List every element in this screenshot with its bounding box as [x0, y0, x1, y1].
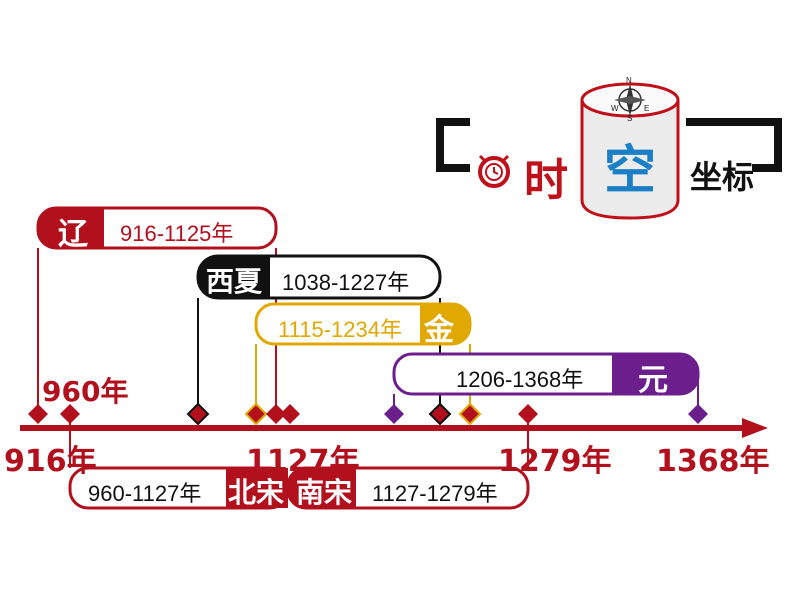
- jin-range: 1115-1234年: [278, 317, 402, 342]
- year-1127-label: 1127年: [246, 444, 360, 479]
- beisong-range: 960-1127年: [88, 481, 202, 506]
- marker-1234: [458, 402, 482, 426]
- marker-1206: [384, 404, 404, 424]
- marker-1115: [244, 402, 268, 426]
- beisong-name: 北宋: [228, 476, 285, 509]
- title-zuobiao: 坐标: [690, 158, 755, 196]
- liao-name: 辽: [58, 217, 88, 252]
- compass-s: S: [627, 114, 633, 123]
- liao-range: 916-1125年: [120, 221, 234, 246]
- marker-1227: [428, 402, 452, 426]
- marker-1368: [688, 404, 708, 424]
- xixia-bar: [196, 254, 442, 414]
- timeline-arrowhead: [742, 418, 768, 438]
- liao-bar: [36, 206, 278, 414]
- year-960-label: 960年: [42, 375, 129, 408]
- title-kong: 空: [604, 141, 657, 201]
- compass-e: E: [644, 104, 650, 113]
- marker-1127: [280, 404, 300, 424]
- title-bracket-right: [686, 118, 782, 172]
- xixia-range: 1038-1227年: [282, 270, 410, 295]
- year-1279-label: 1279年: [498, 444, 612, 479]
- marker-960: [60, 404, 80, 424]
- year-916-label: 916年: [4, 444, 97, 479]
- yuan-bar: [392, 352, 700, 414]
- alarm-clock-icon: [478, 154, 510, 188]
- year-1368-label: 1368年: [656, 444, 770, 479]
- marker-1125: [266, 404, 286, 424]
- title-shi: 时: [524, 155, 568, 206]
- yuan-name: 元: [638, 363, 668, 398]
- marker-916: [28, 404, 48, 424]
- xixia-name: 西夏: [206, 265, 263, 298]
- nansong-name: 南宋: [296, 476, 353, 509]
- compass-n: N: [626, 76, 632, 85]
- marker-1038: [186, 402, 210, 426]
- yuan-range: 1206-1368年: [456, 367, 584, 392]
- marker-1279: [518, 404, 538, 424]
- compass-icon: [614, 84, 646, 116]
- nansong-range: 1127-1279年: [372, 481, 498, 506]
- jin-name: 金: [424, 313, 454, 348]
- title-bracket-left: [436, 118, 470, 172]
- compass-w: W: [611, 104, 619, 113]
- compass-cylinder: [580, 82, 680, 220]
